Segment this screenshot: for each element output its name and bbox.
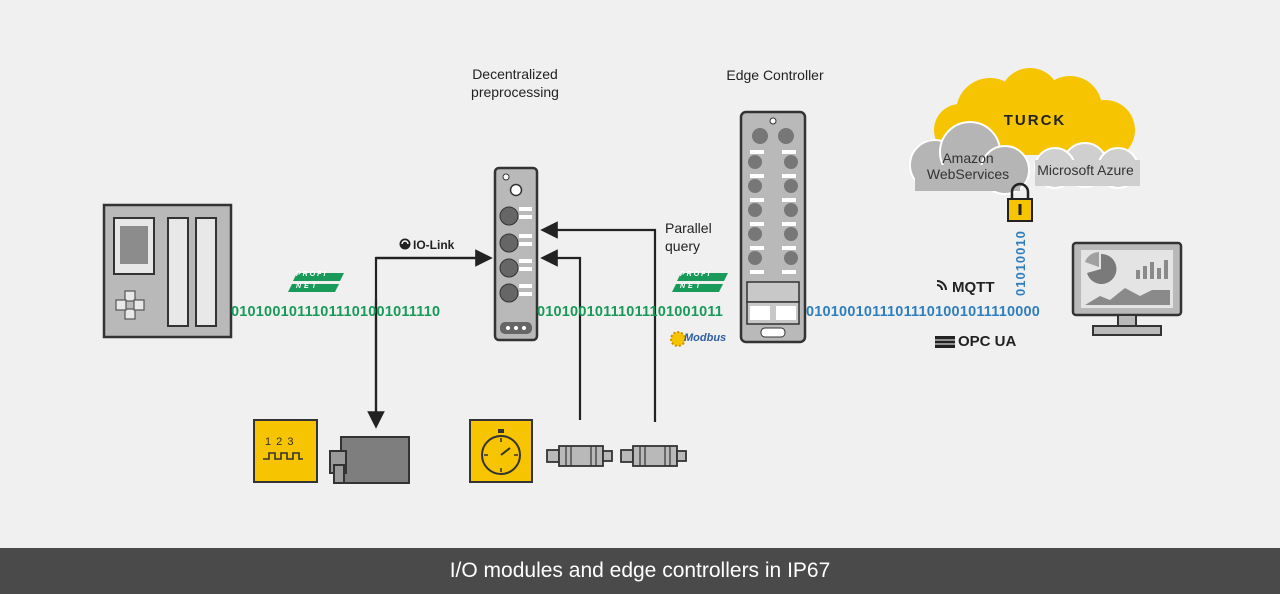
modbus-logo-icon	[670, 331, 686, 347]
monitor-device	[1071, 241, 1183, 336]
label-decentralized-preprocessing: Decentralized preprocessing	[471, 66, 559, 100]
label-parallel-query: Parallel query	[665, 220, 712, 254]
io-module-device	[493, 166, 539, 342]
mqtt-logo-icon	[936, 280, 947, 291]
modbus-label: Modbus	[684, 332, 727, 344]
timer-device	[469, 419, 533, 483]
dpad-icon	[115, 290, 145, 320]
profinet-logo-left	[288, 273, 344, 292]
diagram-graphics	[102, 68, 1183, 484]
sensor-arrow-1	[540, 249, 582, 420]
bitstream-left: 01010010111011101001011110	[231, 304, 441, 320]
edge-controller-device	[739, 110, 807, 344]
turck-logo: TURCK	[1003, 112, 1067, 129]
profinet-left-bottom: NET	[296, 283, 319, 290]
lock-icon	[1007, 182, 1033, 222]
mqtt-label: MQTT	[952, 279, 995, 296]
label-edge-controller: Edge Controller	[726, 67, 824, 83]
sensor-arrow-2	[540, 221, 657, 422]
io-link-line	[374, 256, 482, 420]
profinet-right-top: PROFI	[680, 271, 712, 278]
diagram-stage: Decentralized preprocessing Edge Control…	[102, 66, 1183, 484]
sensor-2	[620, 445, 687, 467]
label-io-link: IO-Link	[413, 238, 455, 252]
footer-title: I/O modules and edge controllers in IP67	[0, 548, 1280, 594]
profinet-left-top: PROFI	[296, 271, 328, 278]
azure-label: Microsoft Azure	[1037, 162, 1134, 178]
profinet-logo-right	[672, 273, 728, 292]
bitstream-right: 01010010111011101001011110000	[806, 304, 1041, 320]
bitstream-vertical: 01010010	[1013, 230, 1028, 296]
opcua-logo-icon	[935, 336, 955, 348]
sensor-1	[546, 445, 613, 467]
cloud-graphic	[909, 68, 1140, 195]
profinet-right-bottom: NET	[680, 283, 703, 290]
opcua-label: OPC UA	[958, 333, 1017, 350]
bitstream-middle: 01010010111011101001011	[537, 304, 724, 320]
counter-device	[253, 419, 410, 484]
aws-label: Amazon WebServices	[926, 150, 1010, 182]
counter-digits: 1 2 3	[265, 436, 295, 448]
plc-device	[102, 203, 233, 339]
io-link-logo-icon	[399, 238, 411, 250]
